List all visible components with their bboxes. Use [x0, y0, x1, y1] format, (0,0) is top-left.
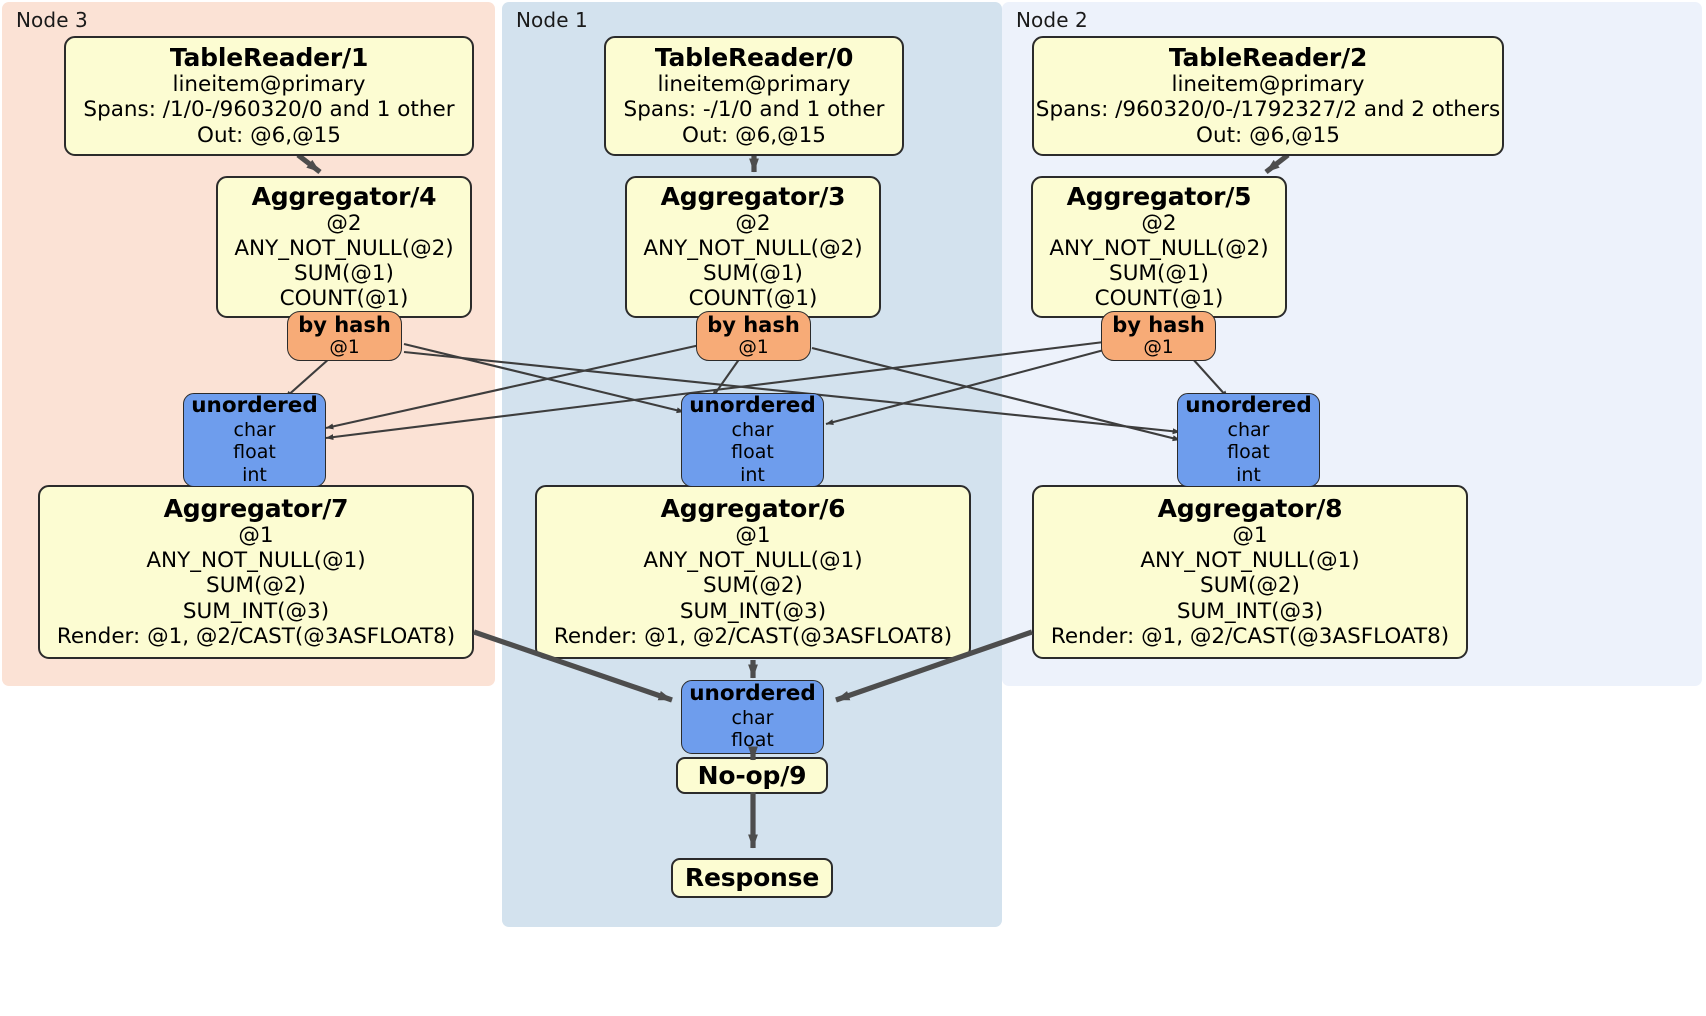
- synchronizer-type: char: [731, 706, 774, 729]
- processor-group: @2: [735, 210, 771, 236]
- processor-func: SUM_INT(@3): [182, 598, 330, 624]
- synchronizer-type: float: [731, 729, 774, 752]
- synchronizer-unordered-right[interactable]: unordered char float int: [1177, 393, 1320, 487]
- router-column: @1: [329, 336, 360, 358]
- synchronizer-title: unordered: [689, 393, 816, 419]
- processor-table: lineitem@primary: [172, 72, 366, 98]
- router-title: by hash: [1112, 312, 1205, 337]
- processor-func: ANY_NOT_NULL(@1): [1140, 548, 1360, 574]
- router-title: by hash: [298, 312, 391, 337]
- processor-tablereader-0[interactable]: TableReader/0 lineitem@primary Spans: -/…: [604, 36, 904, 156]
- processor-response[interactable]: Response: [671, 858, 833, 898]
- processor-func: SUM(@1): [1109, 261, 1209, 286]
- processor-noop-9[interactable]: No-op/9: [676, 757, 828, 794]
- node-panel-label-node3: Node 3: [16, 8, 88, 32]
- processor-func: SUM(@1): [703, 261, 803, 286]
- processor-func: SUM_INT(@3): [1176, 598, 1324, 624]
- processor-func: COUNT(@1): [279, 286, 409, 312]
- synchronizer-title: unordered: [689, 681, 816, 707]
- processor-group: @2: [326, 210, 362, 236]
- processor-aggregator-4[interactable]: Aggregator/4 @2 ANY_NOT_NULL(@2) SUM(@1)…: [216, 176, 472, 318]
- router-by-hash-middle[interactable]: by hash @1: [696, 311, 811, 361]
- router-by-hash-left[interactable]: by hash @1: [287, 311, 402, 361]
- synchronizer-unordered-final[interactable]: unordered char float: [681, 680, 824, 754]
- processor-aggregator-5[interactable]: Aggregator/5 @2 ANY_NOT_NULL(@2) SUM(@1)…: [1031, 176, 1287, 318]
- processor-table: lineitem@primary: [657, 72, 851, 98]
- synchronizer-title: unordered: [1185, 393, 1312, 419]
- processor-title: TableReader/0: [654, 43, 854, 73]
- processor-out: Out: @6,@15: [197, 122, 341, 148]
- processor-group: @1: [1232, 523, 1268, 549]
- processor-spans: Spans: /960320/0-/1792327/2 and 2 others: [1035, 97, 1501, 123]
- processor-tablereader-2[interactable]: TableReader/2 lineitem@primary Spans: /9…: [1032, 36, 1504, 156]
- processor-out: Out: @6,@15: [1196, 122, 1340, 148]
- processor-aggregator-7[interactable]: Aggregator/7 @1 ANY_NOT_NULL(@1) SUM(@2)…: [38, 485, 474, 659]
- processor-title: Aggregator/5: [1066, 181, 1252, 211]
- synchronizer-type: float: [1227, 441, 1270, 464]
- processor-title: Aggregator/6: [660, 494, 846, 524]
- synchronizer-type: float: [731, 441, 774, 464]
- processor-aggregator-6[interactable]: Aggregator/6 @1 ANY_NOT_NULL(@1) SUM(@2)…: [535, 485, 971, 659]
- processor-group: @2: [1141, 210, 1177, 236]
- processor-spans: Spans: -/1/0 and 1 other: [623, 97, 885, 123]
- synchronizer-title: unordered: [191, 393, 318, 419]
- processor-group: @1: [238, 523, 274, 549]
- processor-spans: Spans: /1/0-/960320/0 and 1 other: [83, 97, 455, 123]
- processor-group: @1: [735, 523, 771, 549]
- synchronizer-type: float: [233, 441, 276, 464]
- processor-func: COUNT(@1): [1094, 286, 1224, 312]
- processor-render: Render: @1, @2/CAST(@3ASFLOAT8): [56, 623, 456, 649]
- processor-func: ANY_NOT_NULL(@2): [643, 235, 863, 261]
- synchronizer-type: int: [242, 463, 267, 486]
- processor-title: Aggregator/8: [1157, 494, 1343, 524]
- node-panel-label-node1: Node 1: [516, 8, 588, 32]
- processor-func: COUNT(@1): [688, 286, 818, 312]
- synchronizer-type: char: [731, 418, 774, 441]
- synchronizer-type: int: [1236, 463, 1261, 486]
- processor-func: SUM(@2): [206, 573, 306, 599]
- processor-func: ANY_NOT_NULL(@2): [1049, 235, 1269, 261]
- synchronizer-type: int: [740, 463, 765, 486]
- synchronizer-unordered-left[interactable]: unordered char float int: [183, 393, 326, 487]
- processor-title: Aggregator/3: [660, 181, 846, 211]
- processor-table: lineitem@primary: [1171, 72, 1365, 98]
- processor-title: No-op/9: [697, 760, 807, 790]
- node-panel-label-node2: Node 2: [1016, 8, 1088, 32]
- processor-render: Render: @1, @2/CAST(@3ASFLOAT8): [553, 623, 953, 649]
- router-column: @1: [738, 336, 769, 358]
- processor-title: TableReader/1: [169, 43, 369, 73]
- synchronizer-unordered-middle[interactable]: unordered char float int: [681, 393, 824, 487]
- router-title: by hash: [707, 312, 800, 337]
- router-by-hash-right[interactable]: by hash @1: [1101, 311, 1216, 361]
- processor-func: ANY_NOT_NULL(@1): [643, 548, 863, 574]
- processor-title: Aggregator/7: [163, 494, 349, 524]
- processor-aggregator-8[interactable]: Aggregator/8 @1 ANY_NOT_NULL(@1) SUM(@2)…: [1032, 485, 1468, 659]
- processor-aggregator-3[interactable]: Aggregator/3 @2 ANY_NOT_NULL(@2) SUM(@1)…: [625, 176, 881, 318]
- processor-func: ANY_NOT_NULL(@2): [234, 235, 454, 261]
- processor-func: SUM_INT(@3): [679, 598, 827, 624]
- processor-render: Render: @1, @2/CAST(@3ASFLOAT8): [1050, 623, 1450, 649]
- processor-func: SUM(@2): [703, 573, 803, 599]
- synchronizer-type: char: [233, 418, 276, 441]
- processor-tablereader-1[interactable]: TableReader/1 lineitem@primary Spans: /1…: [64, 36, 474, 156]
- router-column: @1: [1143, 336, 1174, 358]
- processor-title: TableReader/2: [1168, 43, 1368, 73]
- synchronizer-type: char: [1227, 418, 1270, 441]
- processor-func: SUM(@2): [1200, 573, 1300, 599]
- processor-title: Response: [684, 863, 820, 892]
- processor-func: SUM(@1): [294, 261, 394, 286]
- processor-title: Aggregator/4: [251, 181, 437, 211]
- processor-func: ANY_NOT_NULL(@1): [146, 548, 366, 574]
- processor-out: Out: @6,@15: [682, 122, 826, 148]
